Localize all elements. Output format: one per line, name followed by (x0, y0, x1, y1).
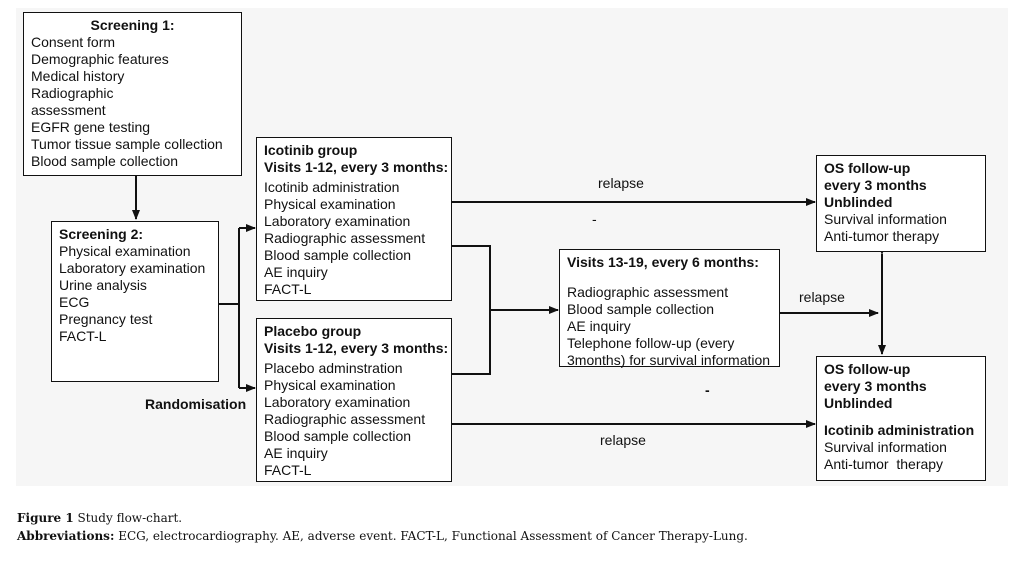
visits-13-19-box: Visits 13-19, every 6 months: Radiograph… (559, 249, 780, 368)
os-followup-top-box: OS follow-up every 3 months Unblinded Su… (816, 155, 986, 252)
screening2-box: Screening 2: Physical examination Labora… (51, 221, 219, 382)
screening1-item: Consent form (31, 34, 116, 50)
visits-title: Visits 13-19, every 6 months: (567, 254, 759, 270)
os-top-title: OS follow-up (824, 160, 911, 176)
screening1-title: Screening 1: (90, 17, 175, 33)
os-bottom-item: Survival information (824, 439, 947, 455)
abbreviations-label: Abbreviations: (17, 529, 115, 543)
placebo-group-box: Placebo group Visits 1-12, every 3 month… (256, 318, 452, 482)
placebo-item: AE inquiry (264, 445, 328, 461)
os-bottom-title: OS follow-up (824, 361, 911, 377)
os-bottom-title: Unblinded (824, 395, 893, 411)
screening2-item: Urine analysis (59, 277, 147, 293)
screening2-item: Laboratory examination (59, 260, 206, 276)
icotinib-item: Physical examination (264, 196, 396, 212)
figure-label: Figure 1 (17, 511, 74, 525)
screening2-item: Pregnancy test (59, 311, 153, 327)
placebo-item: Placebo adminstration (264, 360, 403, 376)
icotinib-item: Radiographic assessment (264, 230, 426, 246)
connector-placebo-to-visits (452, 310, 491, 375)
os-bottom-bold-item: Icotinib administration (824, 422, 975, 438)
os-top-title: Unblinded (824, 194, 893, 210)
screening1-item: Demographic features (31, 51, 169, 67)
screening1-item: Radiographic assessment (31, 85, 114, 118)
os-top-title: every 3 months (824, 177, 927, 193)
abbreviations-caption: Abbreviations: ECG, electrocardiography.… (17, 529, 748, 543)
connector-icotinib-to-visits (452, 245, 491, 310)
icotinib-item: FACT-L (264, 281, 312, 297)
figure-text: Study flow-chart. (77, 511, 183, 525)
icotinib-item: Blood sample collection (264, 247, 412, 263)
placebo-item: Physical examination (264, 377, 396, 393)
screening2-item: FACT-L (59, 328, 107, 344)
os-top-item: Anti-tumor therapy (824, 228, 940, 244)
icotinib-group-box: Icotinib group Visits 1-12, every 3 mont… (256, 137, 452, 301)
screening1-box: Screening 1: Consent form Demographic fe… (23, 12, 242, 176)
os-followup-bottom-box: OS follow-up every 3 months Unblinded Ic… (816, 356, 986, 481)
visits-item: AE inquiry (567, 318, 631, 334)
placebo-visits-title: Visits 1-12, every 3 months: (264, 340, 449, 356)
randomisation-label: Randomisation (145, 396, 247, 412)
icotinib-item: AE inquiry (264, 264, 328, 280)
icotinib-visits-title: Visits 1-12, every 3 months: (264, 159, 449, 175)
placebo-item: Laboratory examination (264, 394, 411, 410)
os-bottom-item: Anti-tumor therapy (824, 456, 944, 472)
dash-label-top: - (592, 211, 597, 227)
screening1-item: Blood sample collection (31, 153, 179, 169)
abbreviations-text: ECG, electrocardiography. AE, adverse ev… (118, 529, 748, 543)
screening2-item: Physical examination (59, 243, 191, 259)
relapse-label-top: relapse (598, 175, 644, 191)
os-top-item: Survival information (824, 211, 947, 227)
relapse-label-mid: relapse (799, 289, 845, 305)
screening2-item: ECG (59, 294, 90, 310)
placebo-title: Placebo group (264, 323, 362, 339)
screening1-item: Medical history (31, 68, 125, 84)
icotinib-title: Icotinib group (264, 142, 358, 158)
placebo-item: FACT-L (264, 462, 312, 478)
screening1-item: Tumor tissue sample collection (31, 136, 223, 152)
visits-item: Blood sample collection (567, 301, 715, 317)
visits-item: Radiographic assessment (567, 284, 729, 300)
os-bottom-title: every 3 months (824, 378, 927, 394)
placebo-item: Radiographic assessment (264, 411, 426, 427)
screening1-item: EGFR gene testing (31, 119, 151, 135)
icotinib-item: Icotinib administration (264, 179, 400, 195)
dash-label-bottom: - (705, 382, 710, 398)
placebo-item: Blood sample collection (264, 428, 412, 444)
relapse-label-bottom: relapse (600, 432, 646, 448)
screening2-title: Screening 2: (59, 226, 144, 242)
figure-caption: Figure 1 Study flow-chart. (17, 511, 182, 525)
icotinib-item: Laboratory examination (264, 213, 411, 229)
visits-telephone: Telephone follow-up (every 3months) for … (567, 335, 771, 368)
